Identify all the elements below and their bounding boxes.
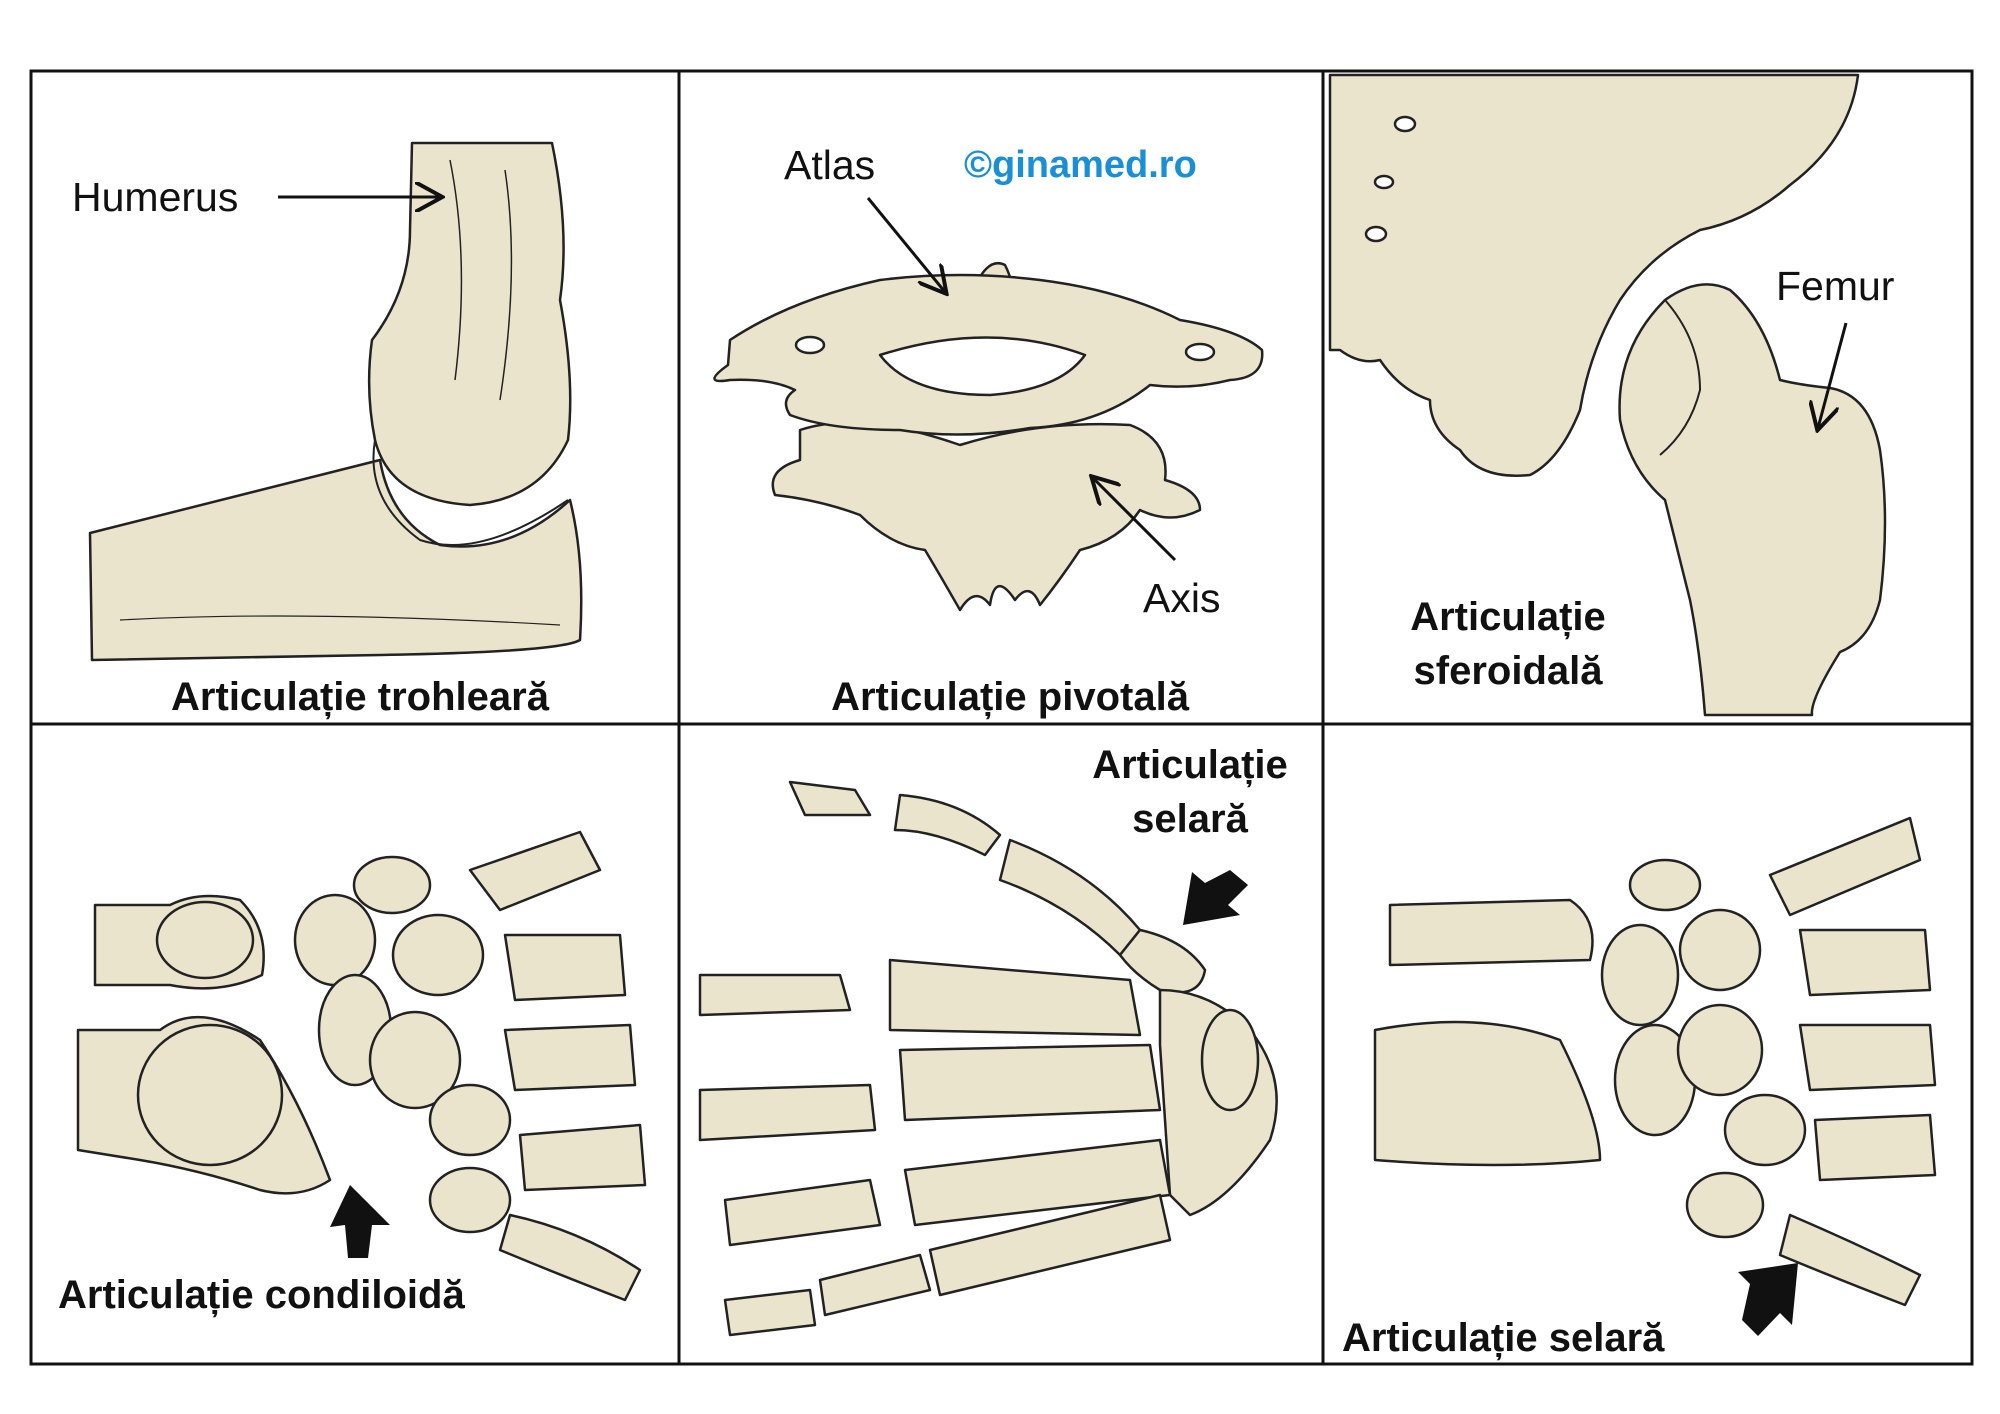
title-pivot-joint: Articulație pivotală	[831, 675, 1189, 719]
hand-saddle-illustration	[698, 780, 1278, 1337]
title-saddle-hand-line2: selară	[1132, 797, 1248, 841]
humerus-bone	[367, 141, 572, 507]
hip-illustration	[1328, 73, 1887, 717]
title-hinge-joint: Articulație trohleară	[171, 675, 549, 719]
label-axis: Axis	[1143, 575, 1221, 621]
femur-bone	[1618, 283, 1887, 717]
condyloid-arrow	[330, 1185, 390, 1258]
label-atlas: Atlas	[784, 142, 876, 188]
title-ball-joint-line2: sferoidală	[1413, 649, 1603, 693]
pelvis-bone	[1328, 73, 1860, 477]
title-condyloid-joint: Articulație condiloidă	[58, 1273, 465, 1317]
ulna-bone	[88, 458, 583, 662]
label-humerus: Humerus	[72, 174, 239, 220]
atlas-arrow	[866, 197, 945, 292]
title-saddle-wrist-joint: Articulație selară	[1342, 1316, 1665, 1360]
wrist-condyloid-illustration	[76, 830, 647, 1302]
axis-bone	[771, 421, 1202, 612]
saddle-hand-arrow	[1183, 870, 1248, 925]
saddle-wrist-arrow	[1738, 1263, 1798, 1336]
wrist-saddle-illustration	[1373, 816, 1937, 1307]
watermark-text: ©ginamed.ro	[964, 144, 1197, 186]
label-femur: Femur	[1776, 263, 1895, 309]
panel-grid	[29, 69, 1974, 1366]
title-ball-joint-line1: Articulație	[1410, 595, 1606, 639]
elbow-illustration	[88, 141, 583, 662]
axis-arrow	[1093, 478, 1177, 562]
femur-arrow	[1818, 322, 1848, 428]
title-saddle-hand-line1: Articulație	[1092, 743, 1288, 787]
vertebrae-illustration	[713, 262, 1264, 612]
